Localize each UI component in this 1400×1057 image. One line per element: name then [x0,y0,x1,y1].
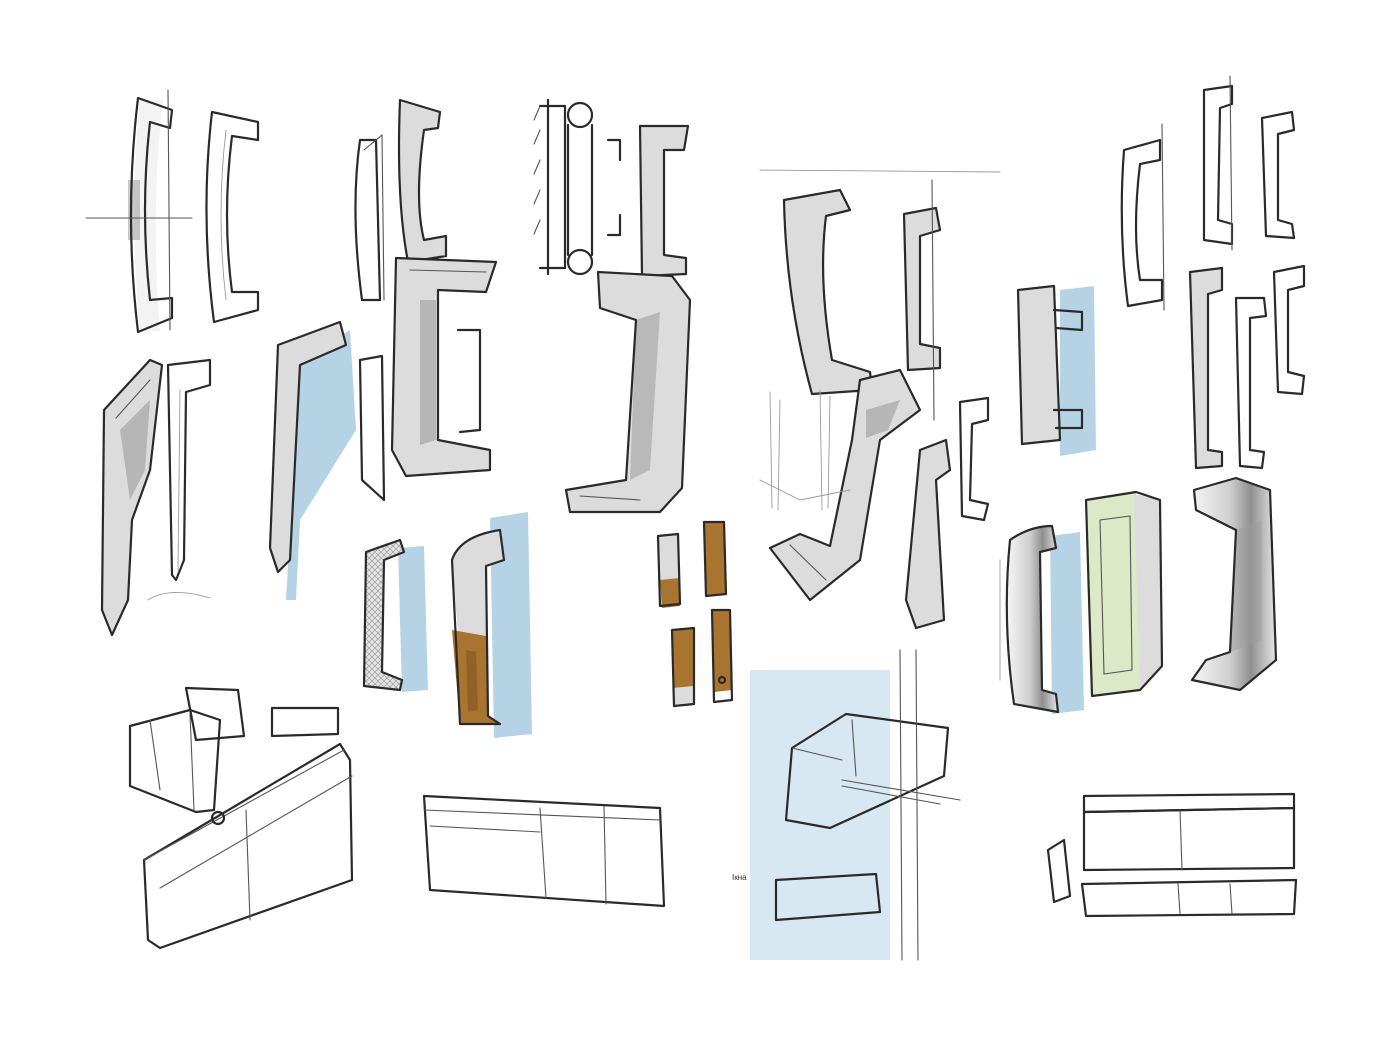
handle-sketch-14 [1120,123,1165,311]
block-sketch-long [422,794,666,908]
construction-lines [147,169,1001,681]
section-note: Ікна [732,873,747,882]
handle-grip-left [1005,524,1084,714]
handle-small-parts [656,520,734,708]
handle-sketch-12 [902,179,942,421]
handle-sketch-5 [268,320,356,600]
handle-sketch-13 [904,396,990,630]
handle-side-profiles [759,389,851,511]
handle-sketch-3 [100,358,164,637]
handle-sketch-17 [1188,264,1306,470]
block-sketch-exploded [128,686,354,950]
handle-sketch-10 [782,188,874,396]
handle-sketch-4 [166,358,212,582]
handle-sketch-16 [1016,284,1096,456]
handle-sketch-1 [85,89,193,334]
handle-sketch-6 [354,133,386,502]
handle-grip-green [1084,490,1164,698]
handle-sketch-8 [390,256,498,478]
handle-sketch-15 [1202,75,1296,251]
block-sketch-section: Ікна [732,649,961,961]
handle-sketch-2 [205,110,260,324]
handle-sketch-7 [397,98,448,264]
handle-wood-insert [450,512,532,738]
handle-section-drawing [533,98,690,278]
handle-sketch-9 [564,270,692,514]
block-sketch-front [1046,792,1298,918]
handle-grip-right [1190,476,1278,692]
handle-knurled [362,538,428,692]
handle-sketch-11 [768,368,922,602]
